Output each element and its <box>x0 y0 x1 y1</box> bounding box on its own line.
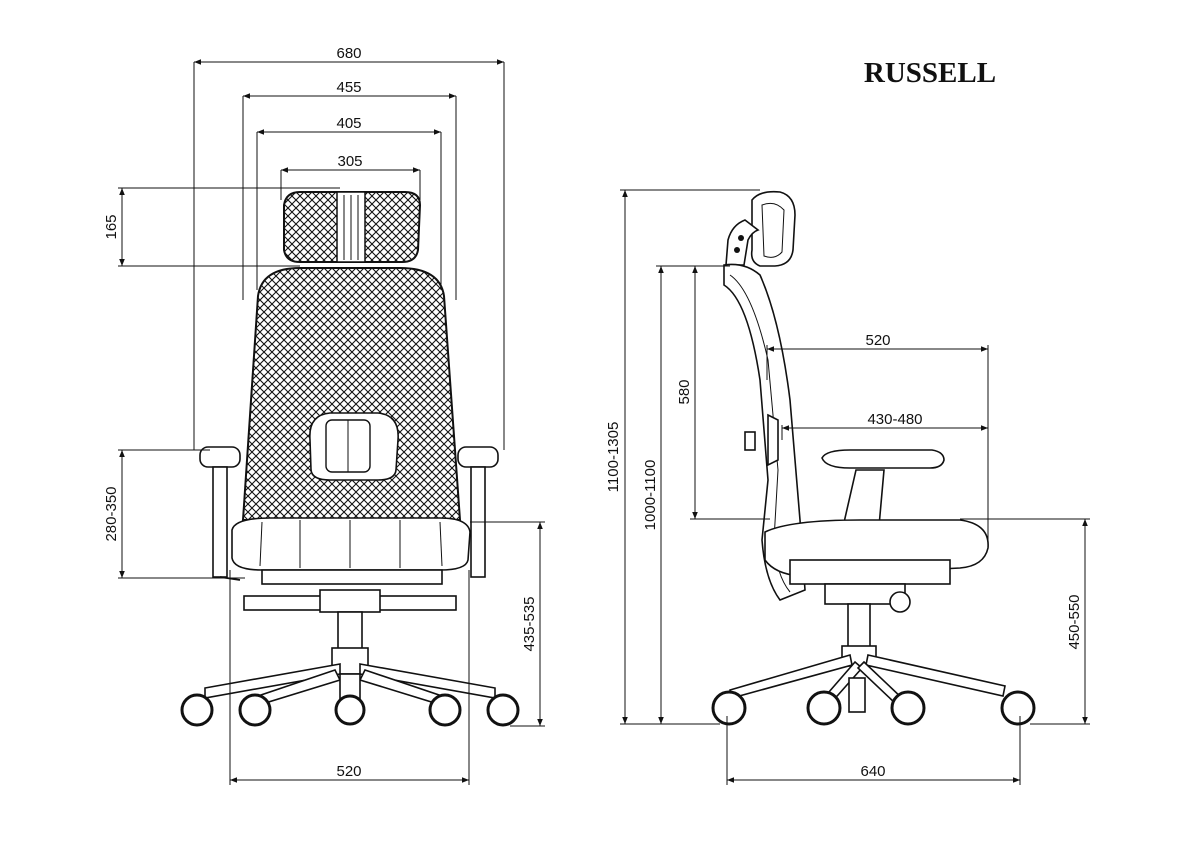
dim-base-depth: 640 <box>860 763 885 780</box>
dim-armrest-height: 280-350 <box>103 486 120 541</box>
dim-back-top-height: 1000-1100 <box>642 460 659 531</box>
front-view-dimensions: 680 455 405 305 165 280-350 435-535 520 <box>103 45 545 785</box>
dim-back-width: 405 <box>336 115 361 132</box>
side-view-dimensions: 1100-1305 1000-1100 580 520 430-480 450-… <box>605 189 1090 785</box>
dim-overall-width: 680 <box>336 45 361 62</box>
dim-seat-height: 435-535 <box>521 596 538 651</box>
side-view-chair <box>711 190 1036 726</box>
product-title: RUSSELL <box>864 57 996 89</box>
dim-base-width: 520 <box>336 763 361 780</box>
dim-headrest-height: 165 <box>103 214 120 239</box>
dim-back-to-seat-front: 520 <box>865 332 890 349</box>
dim-headrest-width: 305 <box>337 153 362 170</box>
dim-armrest-width: 455 <box>336 79 361 96</box>
dim-back-height: 580 <box>676 379 693 404</box>
dim-arm-depth: 430-480 <box>867 411 922 428</box>
dim-total-height: 1100-1305 <box>605 422 622 493</box>
front-view-chair <box>180 191 520 727</box>
dim-seat-floor-height: 450-550 <box>1066 594 1083 649</box>
